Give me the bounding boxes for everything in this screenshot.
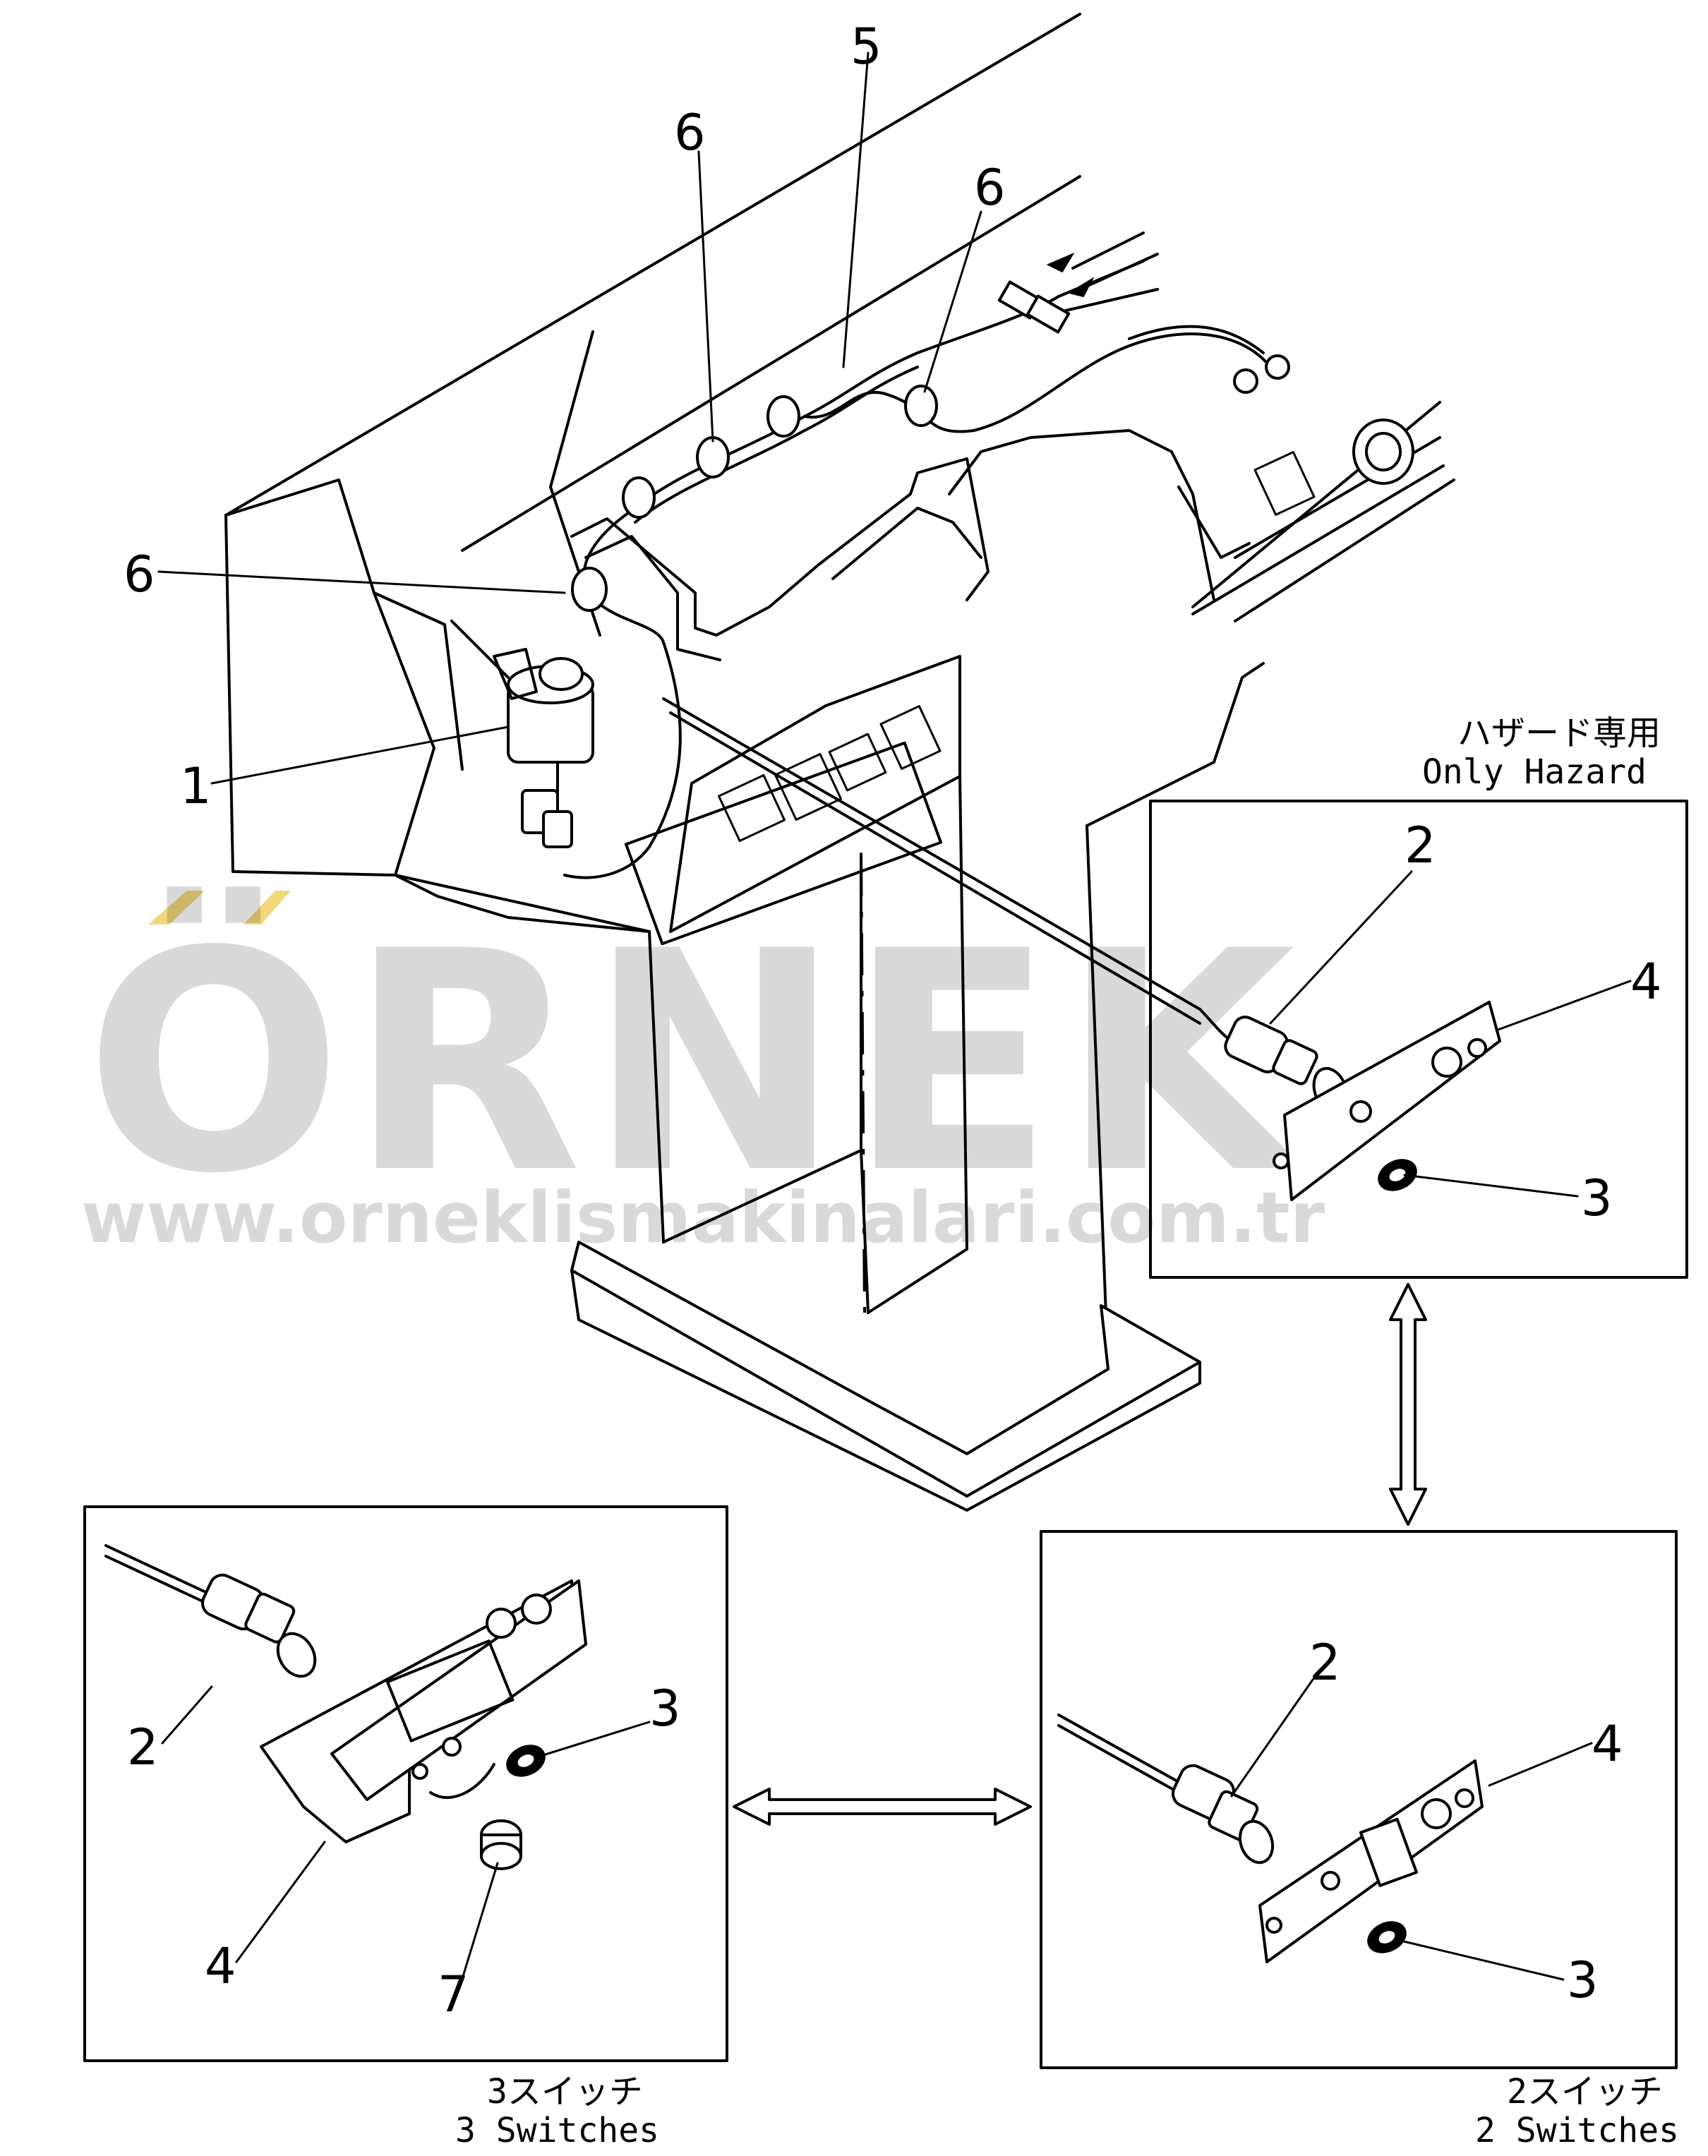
detail-box-two-switches: [1040, 1530, 1678, 2069]
flasher-relay: [493, 648, 594, 848]
callout-4-two: 4: [1592, 1715, 1623, 1773]
harness-clamps: [571, 385, 938, 612]
callout-4-three: 4: [205, 1937, 236, 1995]
callout-3-hazard: 3: [1581, 1169, 1613, 1227]
hazard-switch-assembly: [1198, 1001, 1501, 1201]
caption-three-en: 3 Switches: [455, 2111, 659, 2150]
callout-numbers: 5 6 6 6 1 2 4 3 2 3 4 7 2 4 3: [124, 18, 1662, 2023]
horizontal-double-arrow-icon: [733, 1788, 1032, 1826]
caption-two-jp: 2スイッチ: [1507, 2072, 1663, 2112]
callout-5: 5: [850, 18, 882, 76]
callout-2-hazard: 2: [1405, 817, 1436, 874]
detail-box-hazard: [1149, 800, 1688, 1279]
watermark: ÖRNEK www.orneklismakinalari.com.tr: [81, 884, 1325, 1259]
callout-3-three: 3: [649, 1680, 681, 1738]
interchange-arrows: [733, 1283, 1427, 1826]
wiring-harness: [563, 231, 1414, 1025]
caption-hazard-jp: ハザード専用: [1457, 713, 1661, 753]
callout-3-two: 3: [1567, 1951, 1599, 2009]
callout-6-left: 6: [124, 546, 155, 603]
caption-two-en: 2 Switches: [1475, 2111, 1679, 2150]
watermark-accent-right: [243, 891, 291, 925]
dashboard-assembly: [224, 13, 1501, 1512]
caption-hazard-en: Only Hazard: [1422, 752, 1647, 792]
detail-box-three-switches: [83, 1505, 728, 2062]
vertical-double-arrow-icon: [1389, 1283, 1427, 1526]
caption-three-jp: 3スイッチ: [487, 2072, 643, 2112]
callout-6-top: 6: [674, 104, 706, 162]
captions: ハザード専用 Only Hazard 3スイッチ 3 Switches 2スイッ…: [455, 713, 1679, 2150]
watermark-brand: ÖRNEK: [85, 884, 1307, 1240]
callout-7-three: 7: [438, 1965, 469, 2023]
watermark-url: www.orneklismakinalari.com.tr: [81, 1176, 1325, 1259]
callout-4-hazard: 4: [1630, 953, 1662, 1011]
watermark-accent-left: [148, 891, 205, 925]
callout-1: 1: [180, 757, 212, 815]
callout-2-three: 2: [127, 1718, 159, 1776]
callout-6-right: 6: [974, 159, 1006, 217]
callout-2-two: 2: [1309, 1634, 1341, 1692]
leader-lines: [157, 52, 1632, 1992]
